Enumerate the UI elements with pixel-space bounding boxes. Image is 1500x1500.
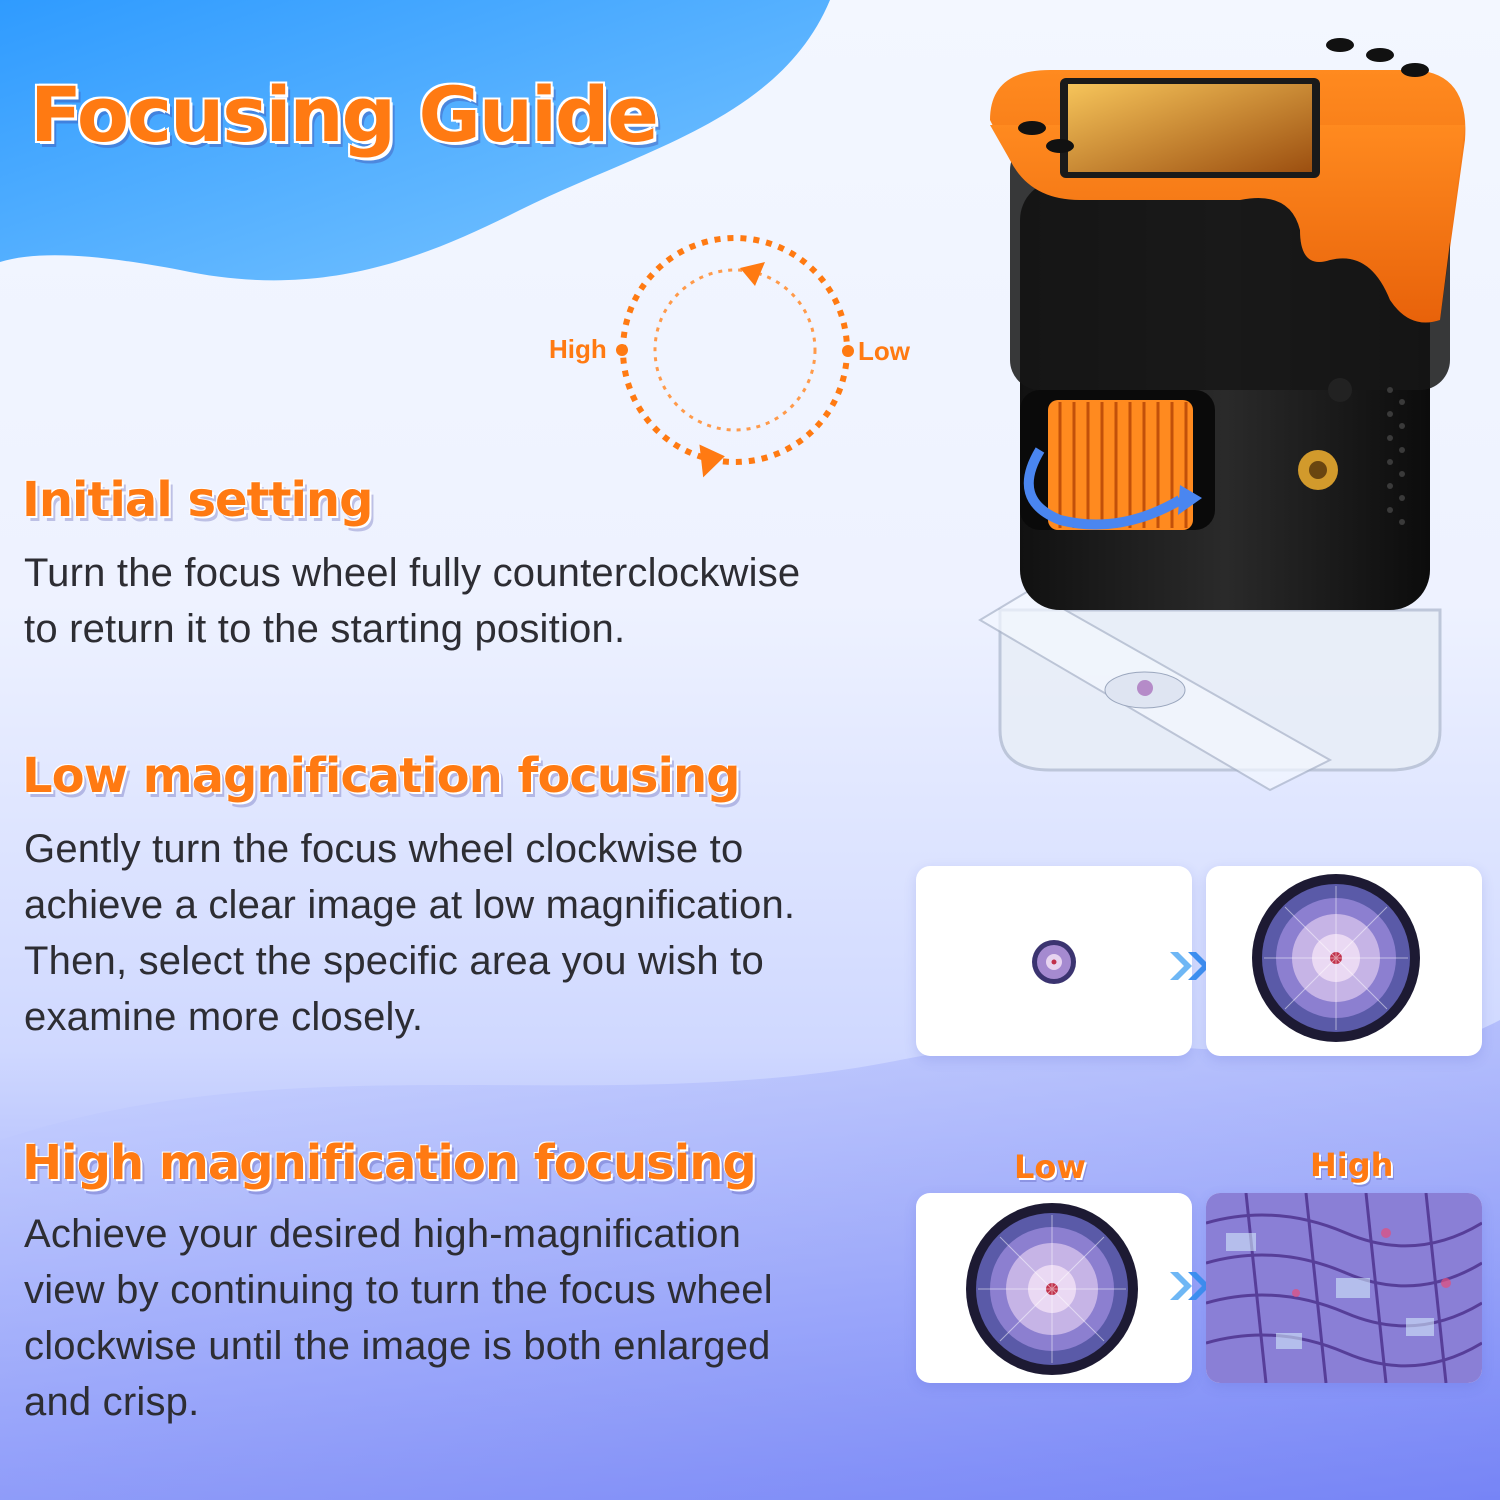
text-line: clockwise until the image is both enlarg…	[24, 1324, 771, 1368]
text-line: Achieve your desired high-magnification	[24, 1212, 742, 1256]
rotation-dial-icon	[616, 235, 854, 478]
low-magnification-text: Gently turn the focus wheel clockwise to…	[24, 821, 914, 1045]
text-line: Gently turn the focus wheel clockwise to	[24, 827, 744, 871]
low-mag-enlarged-sample-image	[1206, 866, 1482, 1056]
high-magnification-heading: High magnification focusing	[22, 1135, 757, 1191]
text-line: view by continuing to turn the focus whe…	[24, 1268, 773, 1312]
text-line: Then, select the specific area you wish …	[24, 939, 764, 983]
focus-direction-arrow-icon	[1023, 447, 1183, 530]
microscope-image	[978, 38, 1466, 792]
low-mag-small-sample-image	[916, 866, 1192, 1056]
dial-high-label: High	[549, 334, 607, 364]
high-mag-high-view-image	[1206, 1193, 1482, 1383]
text-line: and crisp.	[24, 1380, 200, 1424]
high-magnification-text: Achieve your desired high-magnification …	[24, 1206, 904, 1430]
high-mag-low-view-image	[916, 1193, 1192, 1383]
comparison-high-label: High	[1310, 1146, 1394, 1184]
low-magnification-heading: Low magnification focusing	[22, 748, 740, 804]
comparison-low-label: Low	[1014, 1148, 1086, 1186]
initial-setting-text: Turn the focus wheel fully counterclockw…	[24, 545, 944, 657]
dial-low-label: Low	[858, 336, 910, 366]
initial-setting-heading: Initial setting	[22, 472, 373, 528]
page-title: Focusing Guide	[30, 70, 659, 159]
text-line: Turn the focus wheel fully counterclockw…	[24, 551, 801, 595]
text-line: to return it to the starting position.	[24, 607, 626, 651]
text-line: examine more closely.	[24, 995, 424, 1039]
text-line: achieve a clear image at low magnificati…	[24, 883, 796, 927]
